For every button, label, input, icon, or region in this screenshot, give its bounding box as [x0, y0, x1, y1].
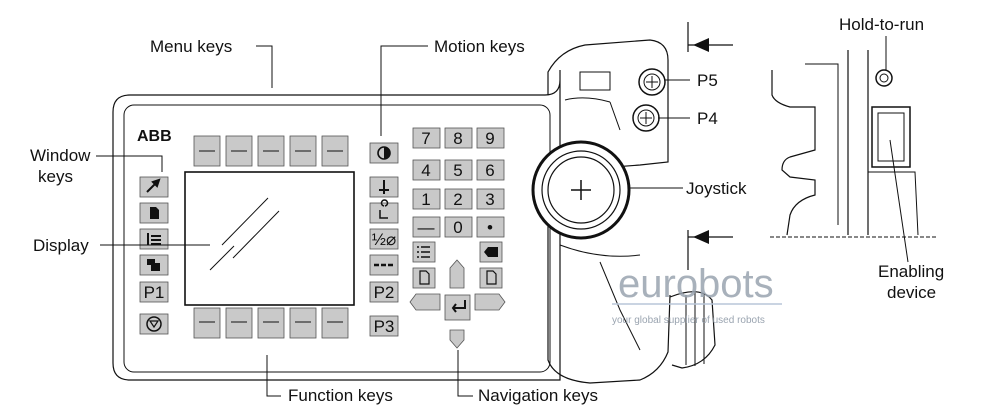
numpad-key[interactable]: [476, 127, 505, 149]
motion-key-reorient[interactable]: [369, 202, 399, 224]
numpad-key[interactable]: [476, 188, 505, 210]
numpad-label: 3: [485, 190, 494, 209]
enter-icon: [451, 300, 466, 313]
p3-key[interactable]: [369, 315, 399, 337]
numpad-label: —: [418, 218, 435, 237]
label-enabling-1: Enabling: [878, 262, 944, 281]
label-display: Display: [33, 236, 89, 255]
motion-key-axes[interactable]: [369, 228, 399, 250]
display-screen: [184, 171, 355, 306]
label-p5: P5: [697, 71, 718, 90]
function-key[interactable]: [193, 307, 221, 339]
numpad-label: 7: [421, 129, 430, 148]
numpad-label: 8: [453, 129, 462, 148]
numpad-key[interactable]: [444, 188, 473, 210]
nav-left-key[interactable]: [409, 293, 441, 311]
side-view: [770, 50, 938, 238]
p1-key[interactable]: [139, 281, 169, 303]
enabling-device-side[interactable]: [669, 291, 716, 369]
motion-keys: ½⌀ P2 P3: [369, 142, 399, 337]
svg-text:P2: P2: [374, 283, 395, 302]
grip-assembly: [531, 39, 716, 384]
nav-up-key[interactable]: [449, 259, 465, 289]
function-key[interactable]: [225, 307, 253, 339]
abb-logo: ABB: [137, 128, 172, 145]
numpad-label: 5: [453, 161, 462, 180]
numpad-label: 9: [485, 129, 494, 148]
label-menu-keys: Menu keys: [150, 37, 232, 56]
numpad-key[interactable]: [412, 159, 441, 181]
function-key[interactable]: [257, 307, 285, 339]
numpad-label: •: [487, 218, 493, 237]
numpad-key[interactable]: [476, 159, 505, 181]
label-p4: P4: [697, 109, 718, 128]
function-key[interactable]: [321, 307, 349, 339]
label-hold-to-run: Hold-to-run: [839, 15, 924, 34]
svg-text:½⌀: ½⌀: [372, 230, 396, 249]
numpad-label: 0: [453, 218, 462, 237]
nav-down-key[interactable]: [449, 329, 465, 349]
window-keys: P1: [139, 176, 169, 335]
pendant-inner-panel: [123, 104, 551, 373]
function-keys-top: [193, 135, 349, 167]
navigation-keys: [409, 259, 506, 349]
numpad-key[interactable]: [444, 216, 473, 238]
stop-key[interactable]: [139, 313, 169, 335]
label-enabling-2: device: [887, 283, 936, 302]
numpad-label: 6: [485, 161, 494, 180]
hold-to-run-button[interactable]: [875, 69, 893, 87]
label-motion-keys: Motion keys: [434, 37, 525, 56]
label-function-keys: Function keys: [288, 386, 393, 405]
numpad-label: 1: [421, 190, 430, 209]
watermark-logo: eurobots: [618, 262, 774, 306]
window-key-jog[interactable]: [139, 176, 169, 198]
numpad-key[interactable]: [412, 188, 441, 210]
label-navigation-keys: Navigation keys: [478, 386, 598, 405]
numpad-key[interactable]: [412, 216, 441, 238]
label-window-keys-1: Window: [30, 146, 91, 165]
numpad-key[interactable]: [412, 127, 441, 149]
function-keys-bottom: [193, 307, 349, 339]
numpad-key[interactable]: [476, 216, 505, 238]
watermark-tagline: your global supplier of used robots: [612, 315, 765, 326]
p2-key[interactable]: [369, 281, 399, 303]
label-window-keys-2: keys: [38, 167, 73, 186]
numeric-keypad: 7 8 9 4 5 6 1 2 3 — 0 •: [412, 127, 505, 289]
numpad-key[interactable]: [444, 127, 473, 149]
numpad-label: 4: [421, 161, 430, 180]
function-key[interactable]: [289, 307, 317, 339]
label-joystick: Joystick: [686, 179, 747, 198]
svg-text:P1: P1: [144, 283, 165, 302]
nav-right-key[interactable]: [474, 293, 506, 311]
numpad-key[interactable]: [444, 159, 473, 181]
stop-icon: [146, 316, 162, 332]
numpad-label: 2: [453, 190, 462, 209]
svg-text:P3: P3: [374, 317, 395, 336]
pendant-body-outline: [112, 70, 561, 381]
